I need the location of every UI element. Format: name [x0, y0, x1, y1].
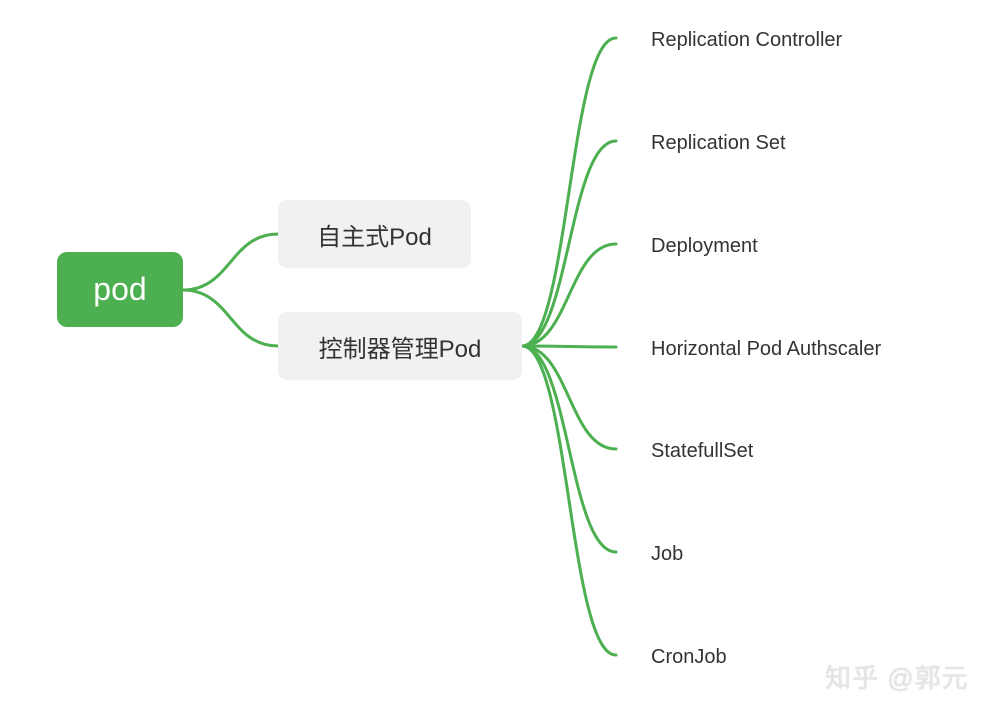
connector-branch-leaf-4: [520, 344, 618, 451]
connector-branch-leaf-5: [520, 344, 618, 554]
leaf-node-hpa[interactable]: Horizontal Pod Authscaler: [651, 338, 882, 360]
branch-node-standalone-pod[interactable]: 自主式Pod: [278, 200, 471, 268]
leaf-node-deployment[interactable]: Deployment: [651, 235, 758, 257]
watermark: 知乎 @郭元: [825, 663, 969, 693]
connector-branch-leaf-2: [520, 242, 618, 348]
connector-branch-leaf-1: [520, 139, 618, 348]
branch-node-label: 自主式Pod: [317, 223, 432, 251]
connector-branch-leaf-6: [520, 344, 618, 657]
connector-branch-leaf-0: [520, 36, 618, 348]
leaf-node-cronjob[interactable]: CronJob: [651, 646, 727, 668]
root-node-label: pod: [93, 271, 147, 307]
branch-node-controller-managed-pod[interactable]: 控制器管理Pod: [278, 312, 522, 380]
root-node-pod[interactable]: pod: [57, 252, 183, 327]
leaf-node-statefulset[interactable]: StatefullSet: [651, 440, 754, 462]
leaf-node-replication-set[interactable]: Replication Set: [651, 132, 786, 154]
connector-root-branch-0: [181, 232, 280, 292]
branch-node-label: 控制器管理Pod: [318, 335, 482, 363]
leaf-node-job[interactable]: Job: [651, 543, 684, 565]
connector-branch-leaf-3: [520, 344, 618, 349]
leaf-node-replication-controller[interactable]: Replication Controller: [651, 29, 843, 51]
connector-root-branch-1: [181, 288, 280, 348]
